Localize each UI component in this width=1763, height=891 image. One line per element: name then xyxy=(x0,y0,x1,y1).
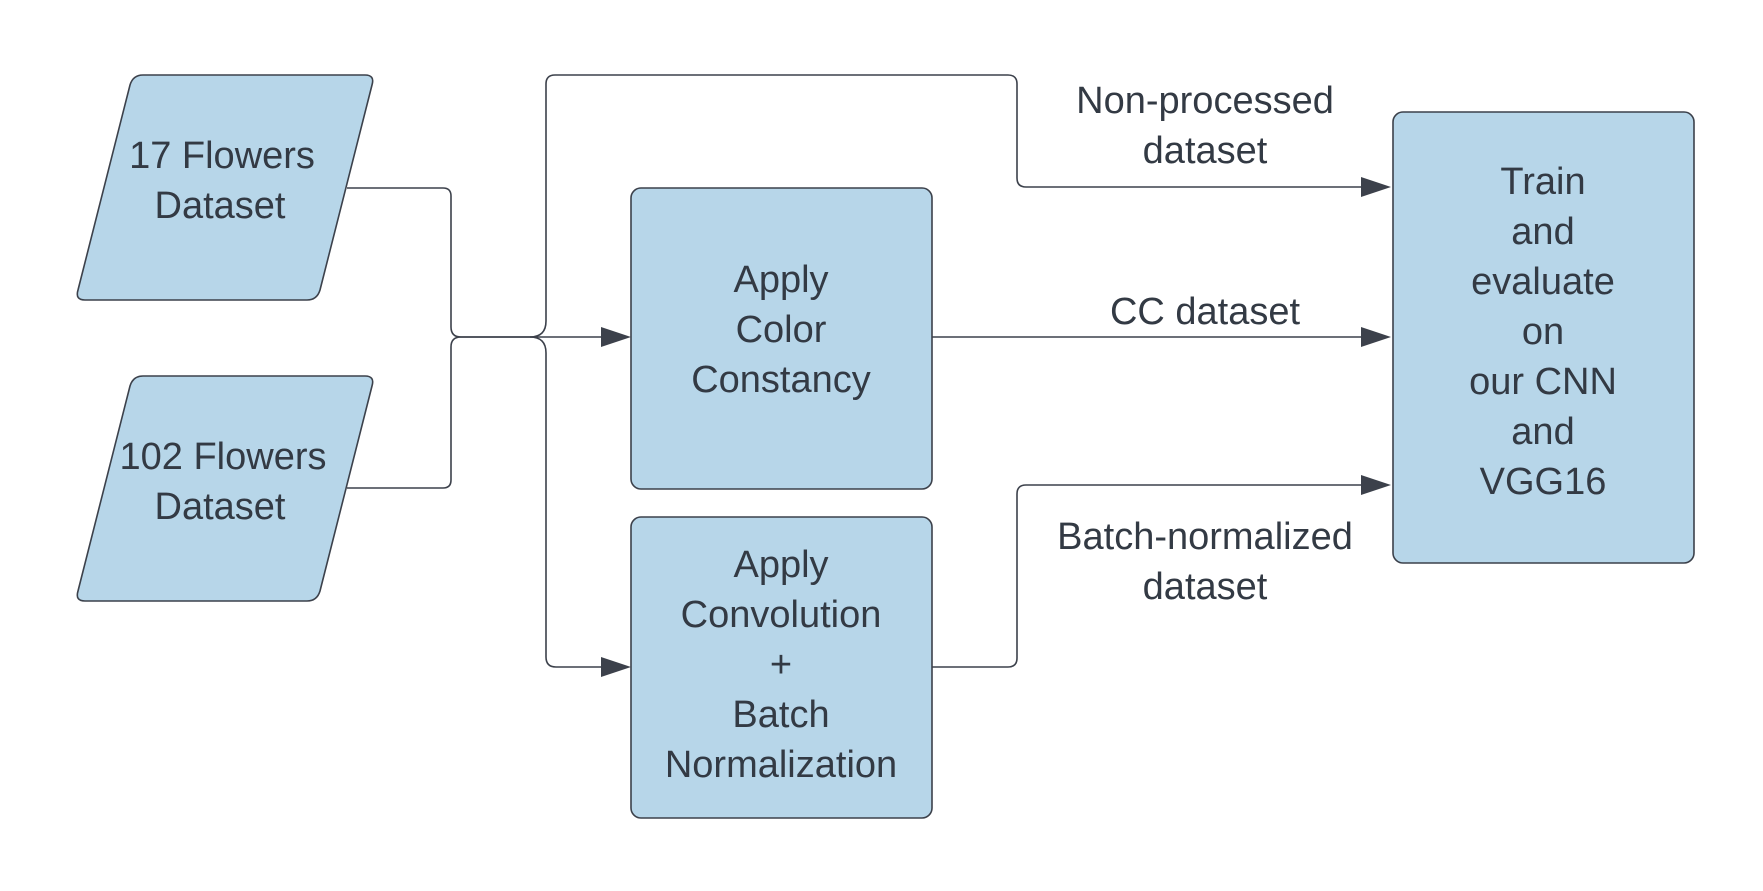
node-label-line: + xyxy=(770,644,792,686)
edge-label-non-processed: Non-processed dataset xyxy=(1076,80,1334,172)
edge-label-line: dataset xyxy=(1143,566,1268,608)
process-box xyxy=(1392,111,1695,564)
parallelogram-shape xyxy=(76,375,374,602)
connector-17-flowers xyxy=(347,187,530,338)
arrowhead-non-processed xyxy=(1361,177,1391,197)
connector-batch-normalized xyxy=(932,484,1365,668)
parallelogram-shape xyxy=(76,74,374,301)
node-apply-color-constancy: Apply Color Constancy xyxy=(630,187,933,490)
connector-non-processed xyxy=(529,74,1365,338)
edge-label-line: Non-processed xyxy=(1076,80,1334,122)
edge-label-line: Batch-normalized xyxy=(1057,516,1353,558)
node-label-line: Train xyxy=(1500,161,1585,203)
edge-label-cc-dataset: CC dataset xyxy=(1110,291,1301,333)
process-box xyxy=(630,516,933,819)
node-label-line: Dataset xyxy=(155,185,286,227)
node-label-line: Normalization xyxy=(665,744,897,786)
node-train-and-evaluate: Train and evaluate on our CNN and VGG16 xyxy=(1392,111,1695,564)
node-apply-convolution-batch-normalization: Apply Convolution + Batch Normalization xyxy=(630,516,933,819)
edge-label-line: dataset xyxy=(1143,130,1268,172)
node-label-line: and xyxy=(1511,411,1574,453)
node-label-line: Apply xyxy=(733,259,828,301)
node-17-flowers-dataset: 17 Flowers Dataset xyxy=(76,74,374,301)
node-label-line: Constancy xyxy=(691,359,871,401)
node-label-line: evaluate xyxy=(1471,261,1615,303)
process-box xyxy=(630,187,933,490)
edge-label-batch-normalized: Batch-normalized dataset xyxy=(1057,516,1353,608)
arrowhead-batch-normalized xyxy=(1361,475,1391,495)
arrowhead-color-constancy xyxy=(601,327,631,347)
node-label-line: Convolution xyxy=(681,594,882,636)
node-label-line: 102 Flowers xyxy=(120,436,327,478)
node-label-line: VGG16 xyxy=(1480,461,1607,503)
node-102-flowers-dataset: 102 Flowers Dataset xyxy=(76,375,374,602)
node-label-line: 17 Flowers xyxy=(129,135,315,177)
node-label-line: on xyxy=(1522,311,1564,353)
edge-label-line: CC dataset xyxy=(1110,291,1301,333)
connector-102-flowers xyxy=(347,336,530,489)
arrowhead-conv-bn xyxy=(601,657,631,677)
connector-to-conv-bn xyxy=(529,336,605,668)
node-label-line: Batch xyxy=(732,694,829,736)
node-label-line: Color xyxy=(736,309,827,351)
node-label-line: our CNN xyxy=(1469,361,1617,403)
arrowhead-cc-dataset xyxy=(1361,327,1391,347)
node-label-line: and xyxy=(1511,211,1574,253)
node-label-line: Dataset xyxy=(155,486,286,528)
node-label-line: Apply xyxy=(733,544,828,586)
